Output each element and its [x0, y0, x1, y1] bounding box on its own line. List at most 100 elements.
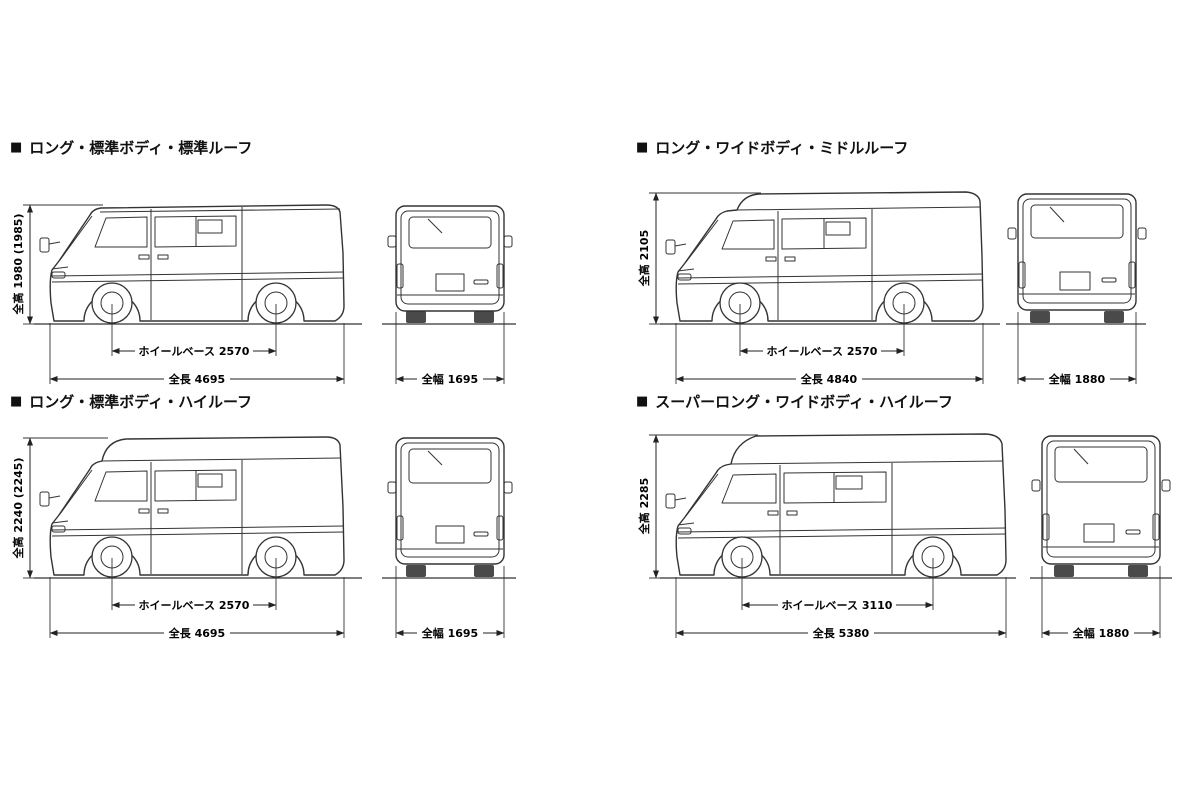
panel-superlong-wide-high-roof: ■ スーパーロング・ワイドボディ・ハイルーフ [634, 390, 1194, 642]
panel-title: ■ ロング・標準ボディ・ハイルーフ [8, 390, 568, 412]
section-marker-icon: ■ [10, 139, 23, 155]
length-dimension: 全長 4695 [49, 577, 345, 640]
taillight [1018, 261, 1026, 289]
wheelbase-dimension-label: ホイールベース 2570 [139, 345, 250, 358]
length-dimension-label: 全長 4840 [800, 372, 858, 386]
sliding-door-window [154, 469, 237, 502]
panel-drawing: 全高 2240 (2245) ホイールベース 2570 全長 4695 全幅 1… [11, 436, 516, 640]
width-dimension: 全幅 1695 [395, 566, 505, 640]
width-dimension-label: 全幅 1695 [421, 372, 478, 386]
rear-door-handle [473, 531, 489, 537]
door-handle [765, 256, 777, 262]
wheelbase-dimension-label: ホイールベース 3110 [782, 599, 893, 612]
headlight [677, 273, 692, 281]
length-dimension-label: 全長 4695 [168, 626, 225, 640]
taillight [1042, 513, 1050, 541]
height-dimension: 全高 2105 [637, 192, 761, 325]
rear-window [408, 216, 492, 249]
van-rear-view [1031, 435, 1171, 577]
panel-long-standard-standard-roof: ■ ロング・標準ボディ・標準ルーフ [8, 136, 568, 388]
rear-wiper [1073, 448, 1089, 465]
section-marker-icon: ■ [636, 139, 649, 155]
rear-wiper [1049, 206, 1065, 223]
headlight [677, 527, 692, 535]
left-mirror [387, 235, 397, 248]
front-door-window [721, 473, 777, 504]
rear-door-handle [473, 279, 489, 285]
taillight [496, 263, 504, 289]
sliding-door-window [783, 471, 887, 504]
panel-title-text: ロング・標準ボディ・標準ルーフ [29, 138, 253, 157]
side-mirror [665, 239, 676, 255]
height-dimension-label: 全高 2285 [637, 478, 651, 535]
right-mirror [503, 481, 513, 494]
panel-long-wide-middle-roof: ■ ロング・ワイドボディ・ミドルルーフ [634, 136, 1194, 388]
height-dimension-label: 全高 2240 (2245) [11, 458, 25, 560]
license-plate [435, 525, 465, 544]
taillight [1128, 261, 1136, 289]
front-door-window [94, 470, 148, 502]
length-dimension: 全長 5380 [675, 577, 1007, 640]
rear-door-handle [1125, 529, 1141, 535]
sliding-door-window [154, 215, 237, 248]
length-dimension: 全長 4695 [49, 323, 345, 386]
width-dimension-label: 全幅 1695 [421, 626, 478, 640]
taillight [496, 515, 504, 541]
taillight [1152, 513, 1160, 541]
rear-wiper [427, 218, 443, 234]
van-side-view [39, 436, 345, 578]
width-dimension: 全幅 1880 [1041, 566, 1161, 640]
panel-long-standard-high-roof: ■ ロング・標準ボディ・ハイルーフ [8, 390, 568, 642]
van-rear-view [1007, 193, 1147, 323]
headlight [51, 525, 66, 533]
right-mirror [1137, 227, 1147, 240]
height-dimension: 全高 2240 (2245) [11, 437, 108, 579]
side-mirror [39, 491, 50, 507]
left-mirror [387, 481, 397, 494]
height-dimension-label: 全高 2105 [637, 230, 651, 287]
wheelbase-dimension-label: ホイールベース 2570 [139, 599, 250, 612]
taillight [396, 515, 404, 541]
rear-wiper [427, 450, 443, 466]
wheelbase-dimension: ホイールベース 2570 [111, 558, 277, 612]
sliding-door-window [781, 217, 867, 250]
right-mirror [1161, 479, 1171, 492]
panel-title: ■ ロング・ワイドボディ・ミドルルーフ [634, 136, 1194, 158]
door-handle [138, 254, 150, 260]
right-mirror [503, 235, 513, 248]
rear-window [408, 448, 492, 484]
height-dimension-label: 全高 1980 (1985) [11, 214, 25, 316]
panel-title-text: ロング・ワイドボディ・ミドルルーフ [655, 138, 909, 157]
wheelbase-dimension: ホイールベース 3110 [741, 558, 934, 612]
panel-drawing: 全高 2285 ホイールベース 3110 全長 5380 全幅 1880 [637, 433, 1172, 640]
van-rear-view [387, 437, 513, 577]
door-handle [157, 508, 169, 514]
panel-title-text: ロング・標準ボディ・ハイルーフ [29, 392, 253, 411]
door-handle [786, 510, 798, 516]
door-handle [138, 508, 150, 514]
panel-title: ■ スーパーロング・ワイドボディ・ハイルーフ [634, 390, 1194, 412]
rear-door-handle [1101, 277, 1117, 283]
door-handle [157, 254, 169, 260]
license-plate [1083, 523, 1115, 543]
headlight [51, 271, 66, 279]
panel-title-text: スーパーロング・ワイドボディ・ハイルーフ [655, 392, 953, 411]
wheelbase-dimension-label: ホイールベース 2570 [767, 345, 878, 358]
side-mirror [39, 237, 50, 253]
door-handle [767, 510, 779, 516]
van-side-view [665, 191, 984, 324]
taillight [396, 263, 404, 289]
rear-window [1054, 446, 1148, 483]
section-marker-icon: ■ [10, 393, 23, 409]
panel-title: ■ ロング・標準ボディ・標準ルーフ [8, 136, 568, 158]
front-door-window [721, 219, 775, 250]
van-side-view [39, 204, 345, 324]
wheelbase-dimension: ホイールベース 2570 [111, 304, 277, 358]
width-dimension: 全幅 1695 [395, 312, 505, 386]
wheelbase-dimension: ホイールベース 2570 [739, 304, 905, 358]
rear-window [1030, 204, 1124, 239]
panel-drawing: 全高 2105 ホイールベース 2570 全長 4840 全幅 1880 [637, 191, 1147, 386]
left-mirror [1007, 227, 1017, 240]
left-mirror [1031, 479, 1041, 492]
